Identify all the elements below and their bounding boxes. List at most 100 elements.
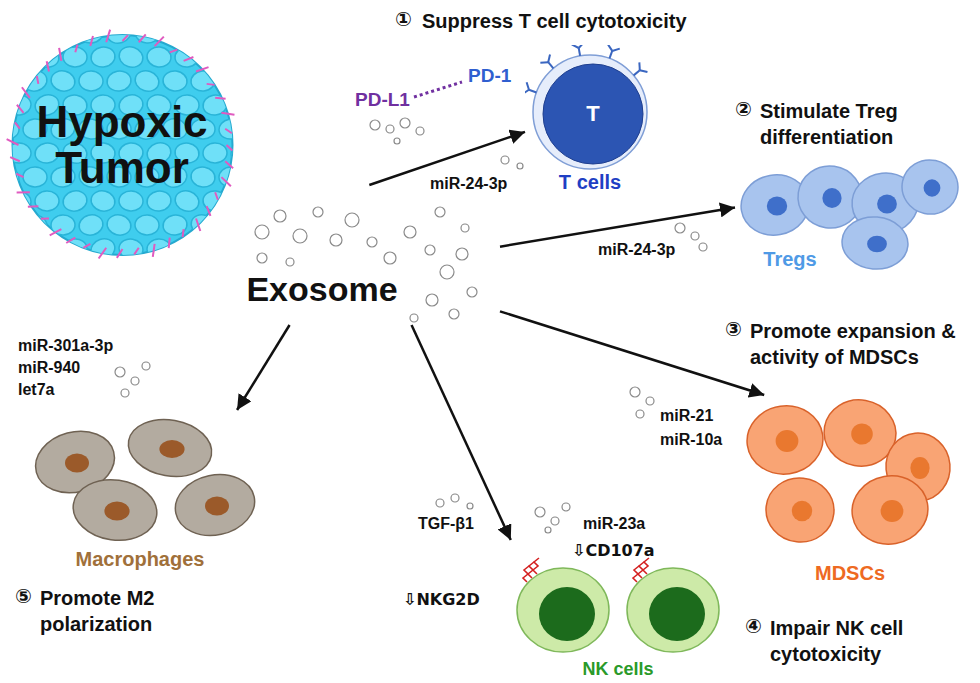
nk-receptor: [533, 558, 539, 574]
t-cell-node: TT cells: [525, 45, 655, 195]
tumor-cell: [35, 191, 60, 212]
exosome-vesicle: [646, 397, 654, 405]
tumor-cell: [63, 47, 88, 68]
node-caption: T cells: [559, 171, 621, 194]
tumor-spike: [28, 205, 38, 208]
tumor-cell: [135, 215, 160, 236]
exosome-vesicle: [345, 213, 359, 227]
tumor-cell: [230, 190, 240, 212]
tumor-spike: [15, 122, 20, 128]
exosome-vesicle: [535, 507, 545, 517]
exosome-vesicle: [313, 207, 323, 217]
exosome-vesicle: [545, 527, 551, 533]
tumor-cell: [162, 70, 188, 92]
treg-cell: [897, 155, 960, 219]
node-label: Macrophages: [76, 548, 205, 571]
arrow-connector: [412, 325, 511, 540]
exosome-vesicle: [416, 127, 424, 135]
tumor-spike: [75, 45, 77, 53]
tumor-node: Hypoxic Tumor: [5, 25, 240, 265]
tumor-cell: [189, 25, 217, 46]
mdsc-cell-nucleus: [881, 500, 904, 522]
tumor-cell: [145, 189, 172, 213]
tumor-cell: [189, 165, 216, 189]
marker-label: ⇩NKG2D: [403, 590, 480, 611]
exosome-vesicle: [425, 245, 435, 255]
step-heading: Promote expansion & activity of MDSCs: [750, 318, 976, 370]
mdsc-cell: [763, 475, 837, 546]
tumor-cell: [6, 94, 32, 116]
tumor-cell: [89, 188, 117, 213]
exosome-vesicle: [435, 207, 445, 217]
pd1-receptor: [525, 90, 529, 94]
tumor-spike: [123, 35, 128, 41]
exosome-vesicle: [451, 494, 459, 502]
exosome-vesicle: [426, 294, 438, 306]
tumor-cell: [7, 143, 32, 164]
tumor-spike: [207, 84, 215, 85]
callout-number: ③: [725, 316, 742, 342]
exosome-vesicle: [636, 410, 644, 418]
node-label: Tregs: [763, 248, 816, 271]
tumor-spike: [99, 248, 107, 259]
exosome-vesicle: [330, 234, 342, 246]
macrophage-cell-nucleus: [104, 501, 129, 520]
pd1-receptor: [529, 90, 537, 93]
tumor-spike: [207, 206, 211, 216]
mdsc-cell-nucleus: [792, 501, 812, 521]
pd1-receptor: [638, 62, 640, 70]
tumor-spike: [17, 191, 30, 193]
mirna-label: miR-24-3p: [430, 174, 507, 195]
arrow-connector: [500, 208, 735, 247]
nk-cell-node: NK cells: [505, 540, 730, 680]
pd1-receptor: [579, 48, 580, 56]
exosome-vesicle: [121, 389, 129, 397]
exosome-vesicle: [630, 387, 640, 397]
exosome-vesicle: [274, 210, 286, 222]
tumor-spike: [47, 61, 49, 71]
tumor-spike: [225, 129, 232, 134]
exosome-vesicle: [517, 163, 523, 169]
macrophage-cell: [170, 467, 260, 542]
macrophage-cell-nucleus: [159, 440, 184, 458]
tumor-spike: [106, 30, 110, 43]
tumor-body: [13, 35, 233, 255]
node-label: NK cells: [582, 659, 653, 680]
callout-number: ②: [735, 96, 752, 122]
tumor-spike: [183, 229, 184, 237]
tumor-cell: [217, 117, 240, 141]
pd1-receptor: [608, 45, 612, 51]
exosome-vesicle: [394, 138, 400, 144]
tumor-cell: [229, 140, 240, 165]
step-heading: Stimulate Treg differentiation: [760, 98, 965, 150]
arrow-connector: [500, 311, 764, 395]
tumor-cell: [173, 236, 201, 261]
tumor-spike: [155, 37, 164, 46]
callout-number: ④: [745, 613, 762, 639]
tumor-spike: [215, 192, 218, 200]
exosome-vesicle: [691, 232, 699, 240]
tumor-spike: [16, 174, 23, 177]
pd1-receptor: [572, 45, 579, 48]
exosome-vesicle: [384, 252, 396, 264]
tumor-cell: [23, 167, 48, 188]
exosome-vesicle: [467, 503, 473, 509]
exosome-vesicle: [255, 225, 269, 239]
tumor-cell: [20, 25, 49, 46]
step-heading: Promote M2 polarization: [40, 585, 220, 637]
pd1-receptor: [609, 51, 612, 59]
tumor-spike: [10, 157, 20, 161]
tumor-cell: [217, 25, 240, 46]
tumor-cell: [5, 25, 21, 45]
tumor-spike: [59, 48, 61, 61]
mirna-label: miR-23a: [583, 514, 645, 535]
tumor-cell: [5, 164, 21, 189]
exosome-vesicle: [501, 156, 509, 164]
exosome-node: Exosome: [240, 185, 500, 325]
tumor-spike: [196, 219, 200, 231]
pd1-receptor: [540, 61, 548, 63]
tumor-cell: [21, 213, 48, 237]
tumor-cell: [174, 46, 200, 68]
tumor-spike: [7, 139, 19, 145]
tumor-cell: [77, 212, 105, 237]
